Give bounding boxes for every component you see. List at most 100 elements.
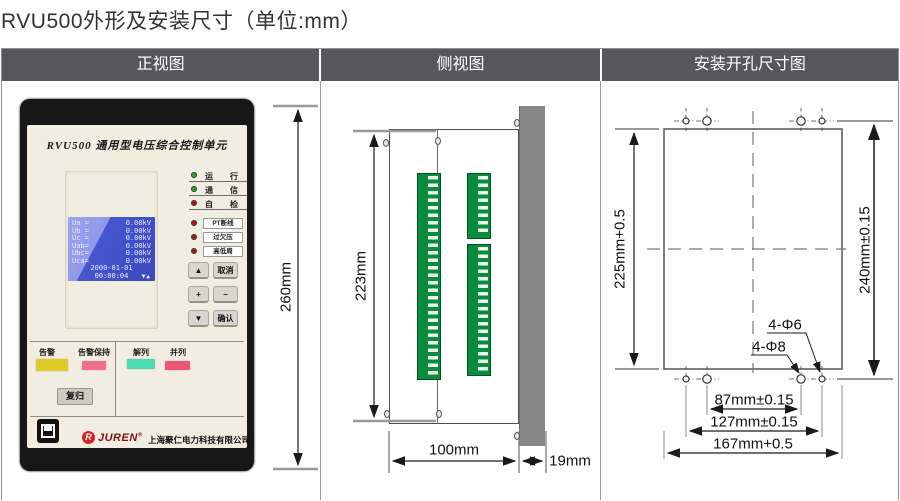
lcd-label: Uab= bbox=[72, 241, 89, 250]
brand-name: JUREN bbox=[98, 432, 138, 444]
lcd-value: 0.00kV bbox=[125, 226, 151, 235]
device-case-side bbox=[389, 129, 519, 424]
header-install-view: 安装开孔尺寸图 bbox=[601, 49, 899, 81]
comm-led-icon bbox=[191, 186, 197, 192]
lcd-label: Uc = bbox=[72, 234, 89, 242]
lcd-screen: Ua = 0.00kV Ub =0.00kV Uc = 0.00kV Uab= 0.0… bbox=[68, 217, 155, 281]
terminal-slots bbox=[428, 176, 438, 377]
freq-led-icon bbox=[191, 248, 197, 254]
confirm-key: 确认 bbox=[213, 310, 238, 327]
reset-key: 复归 bbox=[57, 388, 93, 405]
lcd-measurement-row: Uca= 0.00kV bbox=[72, 256, 151, 266]
lcd-value: 0.00kV bbox=[125, 241, 151, 250]
juren-logo-icon: R bbox=[82, 431, 95, 444]
lcd-recess-panel: Ua = 0.00kV Ub =0.00kV Uc = 0.00kV Uab= 0.0… bbox=[65, 171, 158, 329]
down-key: ▼ bbox=[188, 310, 209, 327]
lcd-label: Ua = bbox=[72, 219, 89, 227]
views-table-body: RVU500 通用型电压综合控制单元 Ua = 0.00kV Ub =0.00kV… bbox=[2, 81, 898, 500]
column-divider bbox=[600, 81, 601, 500]
device-front-face: RVU500 通用型电压综合控制单元 Ua = 0.00kV Ub =0.00kV… bbox=[27, 125, 251, 448]
plus-key: + bbox=[188, 286, 209, 303]
lcd-date: 2000-01-01 bbox=[90, 264, 133, 272]
split-indicator-strip bbox=[127, 359, 155, 369]
usb-port-pin bbox=[44, 426, 52, 431]
views-table-header: 正视图 侧视图 安装开孔尺寸图 bbox=[2, 49, 899, 81]
cutout-height-dim: 225mm+0.5 bbox=[611, 209, 629, 289]
case-depth-dim: 100mm bbox=[428, 441, 480, 459]
led-label: 运行 bbox=[205, 172, 255, 181]
alarm-indicator-strip bbox=[36, 359, 68, 371]
led-label: 通信 bbox=[205, 186, 255, 195]
views-table: 正视图 侧视图 安装开孔尺寸图 RVU500 通用型电压综合控制单元 Ua = 0… bbox=[1, 48, 899, 500]
header-divider bbox=[319, 49, 322, 81]
terminal-slots bbox=[478, 247, 488, 373]
install-view-panel: 225mm+0.5 240mm±0.15 4-Φ6 4-Φ8 87mm±0.15… bbox=[601, 81, 898, 500]
lcd-measurement-row: Ua = 0.00kV bbox=[72, 219, 151, 228]
terminal-block bbox=[417, 173, 441, 380]
run-led-icon bbox=[191, 172, 197, 178]
terminal-block bbox=[467, 173, 491, 239]
usb-port-inner bbox=[41, 424, 55, 438]
parallel-indicator-label: 并列 bbox=[170, 348, 186, 357]
hole-spacing-outer-dim: 127mm±0.15 bbox=[710, 413, 798, 431]
lcd-measurement-row: Uab= 0.00kV bbox=[72, 241, 151, 251]
led-label: 自检 bbox=[205, 200, 255, 209]
selfcheck-led-icon bbox=[191, 200, 197, 206]
terminal-block bbox=[467, 244, 491, 376]
lcd-label: Ubc= bbox=[72, 249, 89, 257]
status-led-row: 自检 bbox=[189, 198, 247, 210]
minus-key: − bbox=[213, 286, 238, 303]
hole-spacing-v-dim: 240mm±0.15 bbox=[856, 206, 874, 294]
alarm-label-box: 高低周 bbox=[203, 246, 243, 257]
alarm-hold-indicator-strip bbox=[82, 361, 106, 370]
front-view-panel: RVU500 通用型电压综合控制单元 Ua = 0.00kV Ub =0.00kV… bbox=[2, 81, 320, 500]
up-key: ▲ bbox=[188, 262, 209, 279]
registered-mark: ® bbox=[137, 432, 143, 439]
lcd-arrow-icons: ▼▲ bbox=[141, 272, 151, 280]
header-divider bbox=[599, 49, 602, 81]
hole-spacing-inner-dim: 87mm±0.15 bbox=[714, 391, 794, 409]
side-height-dim: 223mm bbox=[352, 250, 370, 302]
device-front-photo: RVU500 通用型电压综合控制单元 Ua = 0.00kV Ub =0.00kV… bbox=[20, 99, 254, 471]
lcd-label: Uca= bbox=[72, 256, 89, 265]
split-indicator-label: 解列 bbox=[133, 348, 149, 357]
status-led-row: 运行 bbox=[189, 170, 247, 182]
holes-small-callout: 4-Φ6 bbox=[768, 316, 802, 334]
lcd-value: 0.00kV bbox=[125, 256, 151, 265]
lcd-time: 00:00:04 ▼▲ bbox=[72, 271, 151, 281]
lcd-value: 0.00kV bbox=[125, 219, 151, 227]
terminal-slots bbox=[478, 176, 488, 236]
page-title: RVU500外形及安装尺寸（单位:mm） bbox=[1, 10, 362, 33]
over-under-voltage-led-icon bbox=[191, 234, 197, 240]
section-divider bbox=[30, 416, 244, 417]
alarm-indicator-label: 告警 bbox=[39, 348, 55, 357]
header-front-view: 正视图 bbox=[2, 49, 320, 81]
alarm-hold-indicator-label: 告警保持 bbox=[78, 348, 110, 357]
pt-break-led-icon bbox=[191, 220, 197, 226]
parallel-indicator-strip bbox=[165, 361, 190, 370]
bezel-depth-dim: 19mm bbox=[549, 452, 591, 470]
alarm-label-box: PT断线 bbox=[203, 218, 243, 229]
front-height-dim: 260mm bbox=[277, 261, 295, 313]
company-name: 上海聚仁电力科技有限公司 bbox=[148, 435, 251, 445]
alarm-label-box: 过欠压 bbox=[203, 232, 243, 243]
usb-port-icon bbox=[37, 419, 59, 443]
status-led-row: 通信 bbox=[189, 184, 247, 196]
cancel-key: 取消 bbox=[213, 262, 238, 279]
cutout-width-dim: 167mm+0.5 bbox=[713, 435, 793, 453]
lcd-value: 0.00kV bbox=[125, 234, 151, 242]
lcd-measurement-row: Ub =0.00kV bbox=[72, 226, 151, 236]
lcd-time-text: 00:00:04 bbox=[94, 271, 129, 280]
holes-large-callout: 4-Φ8 bbox=[752, 338, 786, 356]
juren-logo-text: JUREN® bbox=[98, 432, 143, 444]
front-bezel-side bbox=[519, 106, 545, 446]
lcd-measurement-row: Uc = 0.00kV bbox=[72, 234, 151, 243]
header-side-view: 侧视图 bbox=[321, 49, 600, 81]
cutout-rect bbox=[663, 128, 843, 370]
section-divider-vertical bbox=[115, 341, 116, 416]
lcd-value: 0.00kV bbox=[125, 249, 151, 257]
column-divider bbox=[320, 81, 321, 500]
device-model-title: RVU500 通用型电压综合控制单元 bbox=[46, 140, 228, 152]
section-divider bbox=[30, 341, 244, 342]
